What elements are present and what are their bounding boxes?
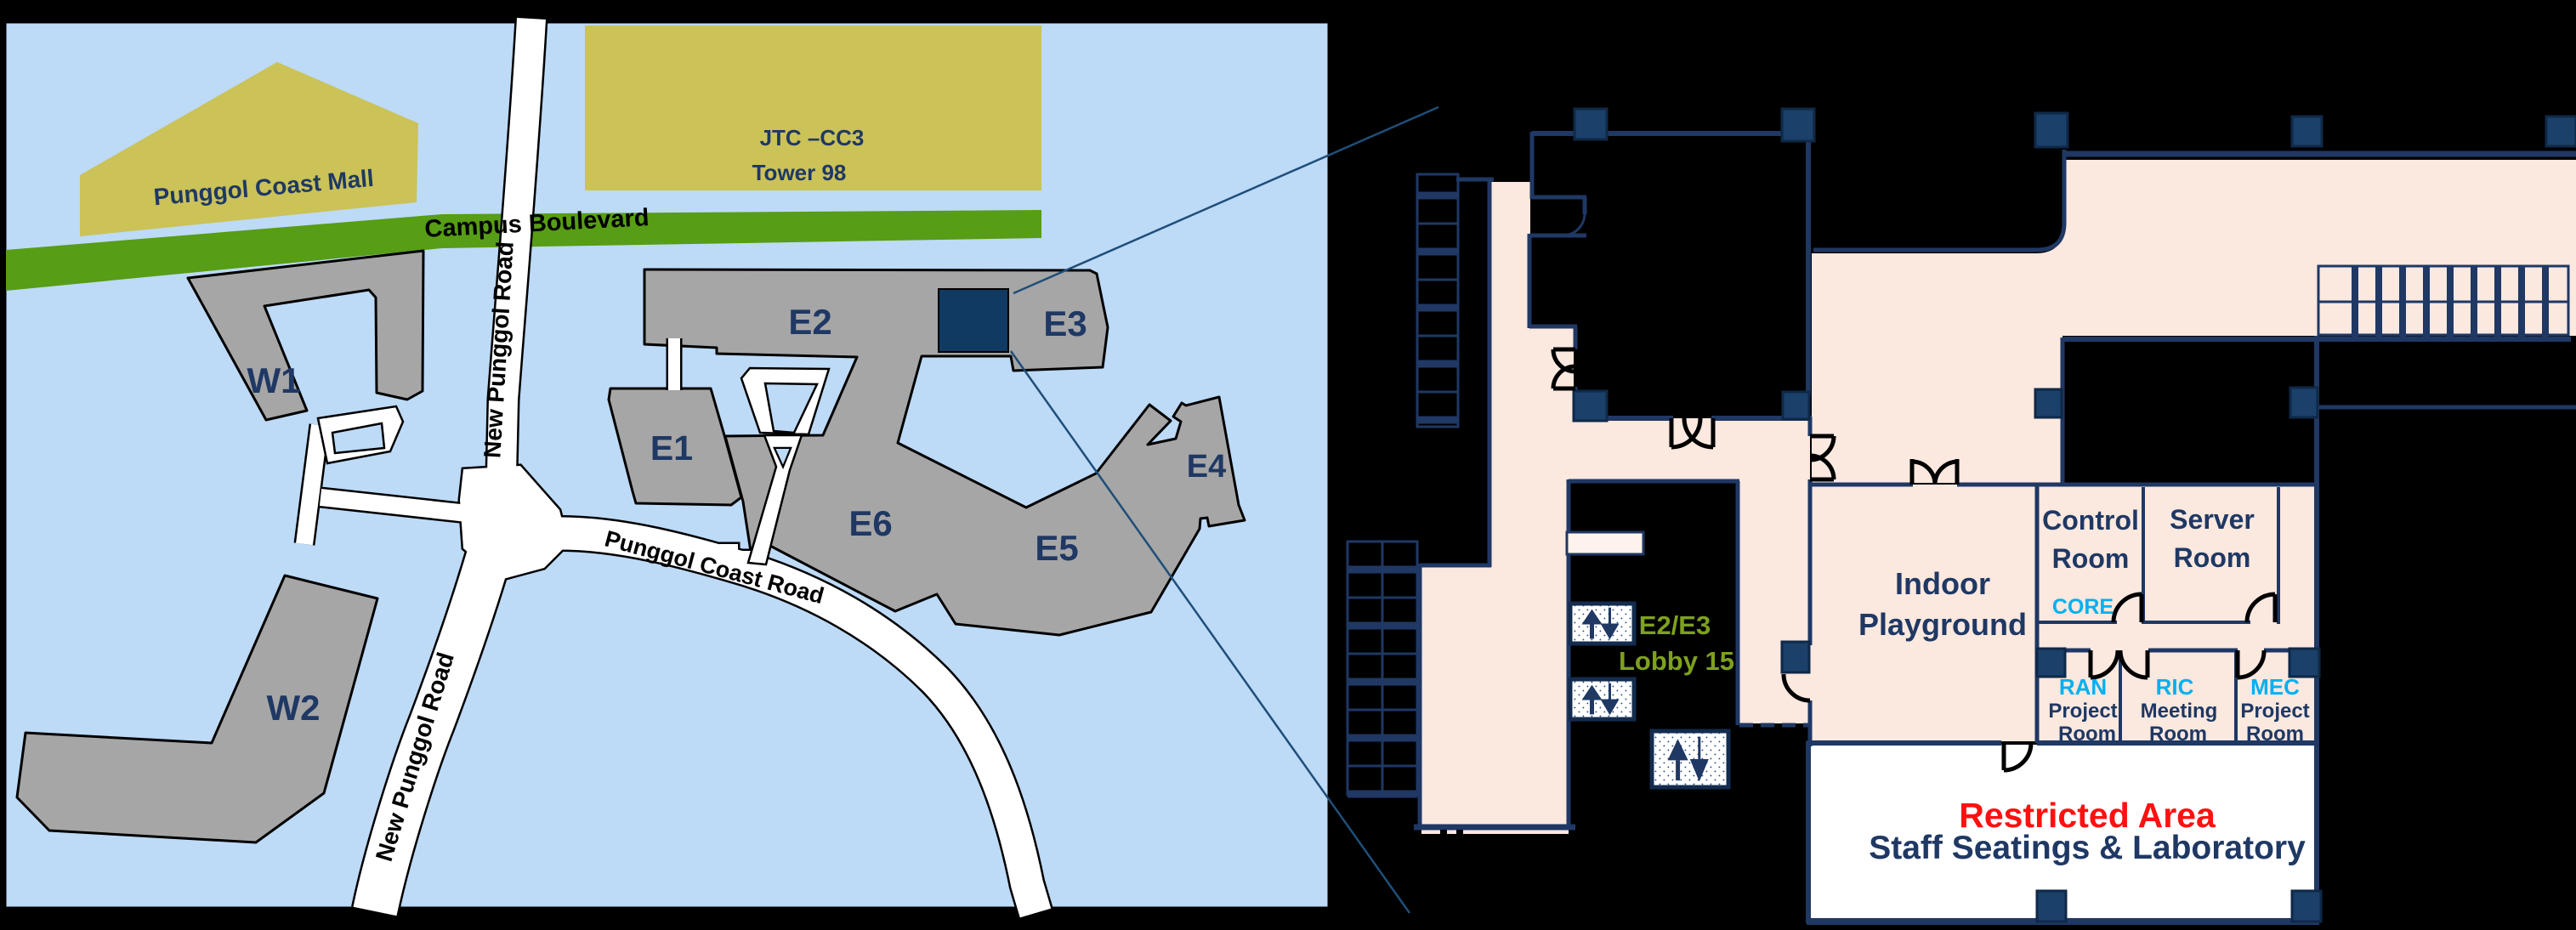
- svg-text:Room: Room: [2058, 723, 2116, 746]
- svg-text:Lobby 15: Lobby 15: [1619, 646, 1734, 676]
- svg-text:Room: Room: [2149, 723, 2207, 746]
- svg-text:Tower 98: Tower 98: [752, 160, 847, 185]
- svg-text:Playground: Playground: [1858, 607, 2027, 642]
- svg-text:Project: Project: [2048, 700, 2117, 723]
- svg-text:MEC: MEC: [2250, 674, 2300, 700]
- svg-text:Restricted Area: Restricted Area: [1959, 796, 2216, 835]
- svg-text:Staff Seatings & Laboratory: Staff Seatings & Laboratory: [1869, 830, 2306, 866]
- svg-text:Room: Room: [2174, 542, 2251, 573]
- svg-text:Server: Server: [2170, 504, 2255, 535]
- svg-text:E4: E4: [1187, 449, 1226, 485]
- svg-text:Room: Room: [2246, 723, 2304, 746]
- svg-text:Control: Control: [2042, 505, 2139, 536]
- svg-text:CORE: CORE: [2052, 595, 2114, 619]
- svg-text:E5: E5: [1035, 528, 1078, 568]
- svg-text:RAN: RAN: [2059, 674, 2107, 700]
- svg-text:Project: Project: [2240, 700, 2309, 723]
- svg-text:W1: W1: [247, 360, 301, 400]
- svg-text:E1: E1: [650, 428, 693, 468]
- svg-text:E2: E2: [788, 302, 831, 342]
- svg-text:E2/E3: E2/E3: [1639, 610, 1711, 640]
- svg-text:RIC: RIC: [2156, 674, 2194, 700]
- svg-text:JTC –CC3: JTC –CC3: [760, 125, 865, 150]
- svg-text:E6: E6: [848, 503, 892, 543]
- svg-text:Indoor: Indoor: [1895, 566, 1990, 601]
- svg-text:E3: E3: [1043, 303, 1087, 343]
- svg-text:Room: Room: [2052, 543, 2130, 574]
- svg-text:Meeting: Meeting: [2141, 700, 2218, 723]
- svg-text:W2: W2: [267, 688, 321, 728]
